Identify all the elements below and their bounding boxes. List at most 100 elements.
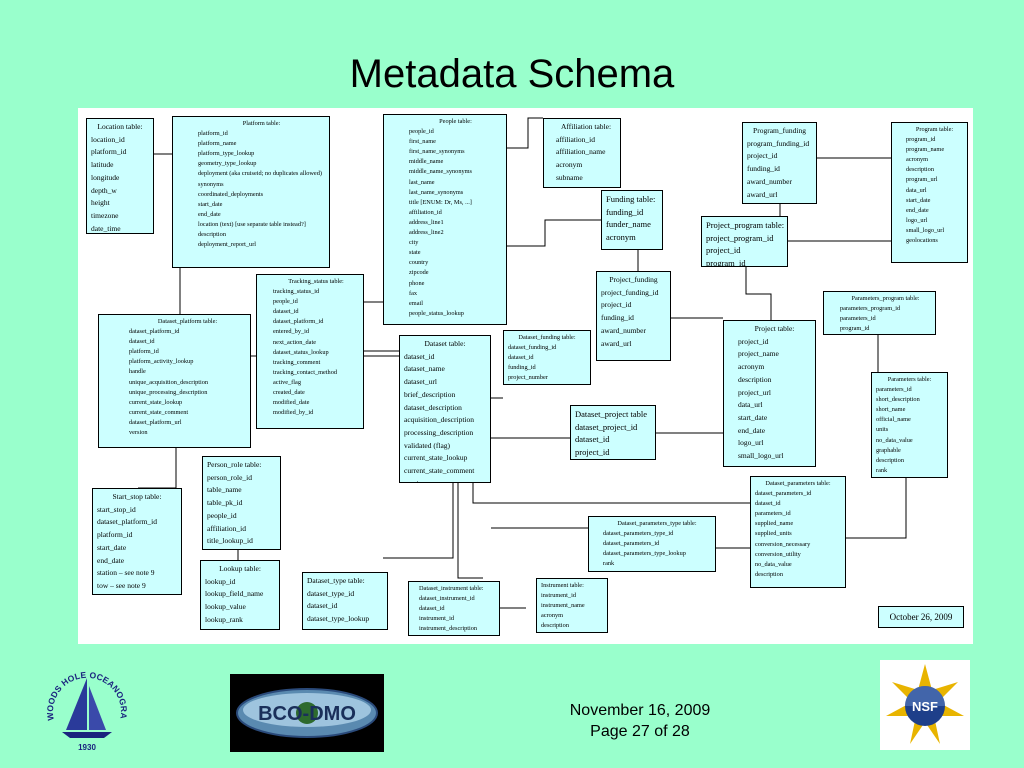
table-field: deployment_report_url — [198, 241, 257, 249]
table-field: platform_id — [129, 348, 159, 356]
table-field: logo_url — [906, 216, 928, 224]
table-field: acronym — [606, 231, 636, 242]
table-field: parameters_id — [840, 315, 876, 323]
table-field: project_id — [706, 245, 741, 256]
table-field: program_funding_id — [747, 138, 810, 148]
table-field: unique_acquisition_description — [129, 378, 209, 386]
table-field: middle_name — [409, 158, 444, 166]
table-field: award_number — [601, 325, 646, 335]
table-field: graphable — [876, 446, 901, 454]
table-field: processing_description — [404, 427, 474, 437]
table-field: data_url — [906, 186, 927, 194]
table-field: current_state_lookup — [404, 453, 468, 463]
dataset-parameters-type-table: Dataset_parameters_type table: dataset_p… — [588, 516, 716, 572]
table-field: platform_id — [97, 530, 133, 540]
table-field: timezone — [91, 210, 119, 220]
table-field: version — [404, 478, 486, 482]
table-field: longitude — [91, 172, 120, 182]
table-title: Dataset_project table — [575, 409, 647, 419]
relation-line — [745, 266, 772, 320]
table-field: supplied_units — [755, 530, 792, 538]
table-field: people_status_lookup — [409, 309, 464, 317]
table-field: latitude — [91, 160, 114, 170]
table-field: title [ENUM: Dr, Ms, ...] — [409, 198, 472, 206]
whoi-year: 1930 — [78, 743, 96, 752]
table-field: people_id — [207, 510, 237, 520]
table-field: description — [906, 166, 934, 174]
table-title: Dataset_platform table: — [157, 318, 218, 325]
table-field: description — [755, 570, 783, 578]
dataset-project-table: Dataset_project table dataset_project_id… — [570, 405, 656, 460]
table-field: award_url — [601, 338, 632, 348]
table-field: table_pk_id — [207, 498, 243, 508]
table-title: Parameters_program table: — [851, 295, 920, 302]
table-title: Dataset_parameters_type table: — [617, 520, 697, 527]
table-title: Project_program table: — [706, 220, 785, 230]
table-field: funding_id — [606, 206, 644, 217]
table-field: current_state_comment — [129, 408, 189, 416]
table-field: small_logo_url — [738, 451, 784, 461]
table-field: start_date — [738, 412, 768, 422]
table-field: small_logo_url — [906, 226, 945, 234]
table-field: modified_by_id — [273, 409, 314, 417]
table-field: dataset_platform_id — [273, 318, 324, 326]
table-title: Lookup table: — [219, 564, 261, 573]
table-field: people_id — [273, 298, 298, 306]
table-field: brief_description — [404, 389, 456, 399]
table-field: current_state_comment — [404, 466, 475, 476]
table-field: lookup_value — [205, 602, 246, 612]
table-field: conversion_necessary — [755, 540, 811, 548]
table-field: title_lookup_id — [207, 536, 253, 546]
table-field: first_name_synonyms — [409, 148, 465, 156]
table-title: Dataset_parameters table: — [765, 480, 831, 487]
table-field: project_name — [738, 349, 779, 359]
table-field: date_time — [91, 223, 121, 233]
table-field: dataset_platform_url — [129, 418, 182, 426]
table-field: location_id — [91, 134, 125, 144]
table-field: subname — [556, 172, 583, 182]
table-field: program_url — [906, 176, 938, 184]
table-field: dataset_type_id — [307, 588, 355, 598]
table-field: parameters_id — [876, 386, 912, 394]
table-field: affiliation_name — [556, 147, 606, 157]
relation-line — [383, 483, 454, 559]
relation-line — [507, 219, 601, 247]
table-field: tow – see note 9 — [97, 580, 146, 590]
table-field: location (text) [use separate table inst… — [198, 220, 306, 228]
table-field: funding_id — [601, 313, 634, 323]
table-field: last_name_synonyms — [409, 188, 464, 196]
location-table: Location table: location_id platform_id … — [86, 118, 154, 234]
table-field: city — [409, 239, 419, 247]
table-title: Project table: — [754, 324, 795, 333]
table-title: Parameters table: — [887, 376, 932, 383]
table-field: award_url — [747, 189, 778, 199]
table-field: official_name — [876, 416, 911, 424]
table-field: instrument_description — [419, 625, 478, 633]
parameters-program-table: Parameters_program table: parameters_pro… — [823, 291, 936, 335]
table-field: deployment (aka cruiseid; no duplicates … — [198, 170, 322, 178]
table-field: depth_w — [91, 185, 117, 195]
table-field: modified_date — [273, 399, 310, 407]
table-field: program_id — [706, 257, 746, 267]
table-field: dataset_id — [419, 605, 445, 613]
table-field: created_date — [273, 389, 305, 397]
table-title: Person_role table: — [207, 460, 262, 469]
table-field: platform_name — [198, 140, 237, 148]
table-field: platform_id — [91, 147, 127, 157]
dataset-instrument-table: Dataset_instrument table: dataset_instru… — [408, 581, 500, 636]
bcodmo-logo-text: BCO-DMO — [258, 703, 356, 725]
table-field: description — [876, 456, 904, 464]
table-field: project_id — [738, 336, 769, 346]
table-title: Affiliation table: — [560, 122, 612, 131]
table-field: email — [409, 299, 423, 307]
table-field: platform_type_lookup — [198, 150, 255, 158]
table-field: short_description — [876, 396, 920, 404]
table-field: project_number — [508, 374, 548, 382]
table-field: dataset_funding_id — [508, 344, 557, 352]
table-field: dataset_description — [404, 402, 462, 412]
program-table: Program table: program_id program_name a… — [891, 122, 968, 263]
table-field: dataset_name — [404, 364, 445, 374]
table-field: no_data_value — [755, 560, 792, 568]
table-field: dataset_status_lookup — [273, 348, 329, 356]
table-title: People table: — [439, 118, 472, 125]
